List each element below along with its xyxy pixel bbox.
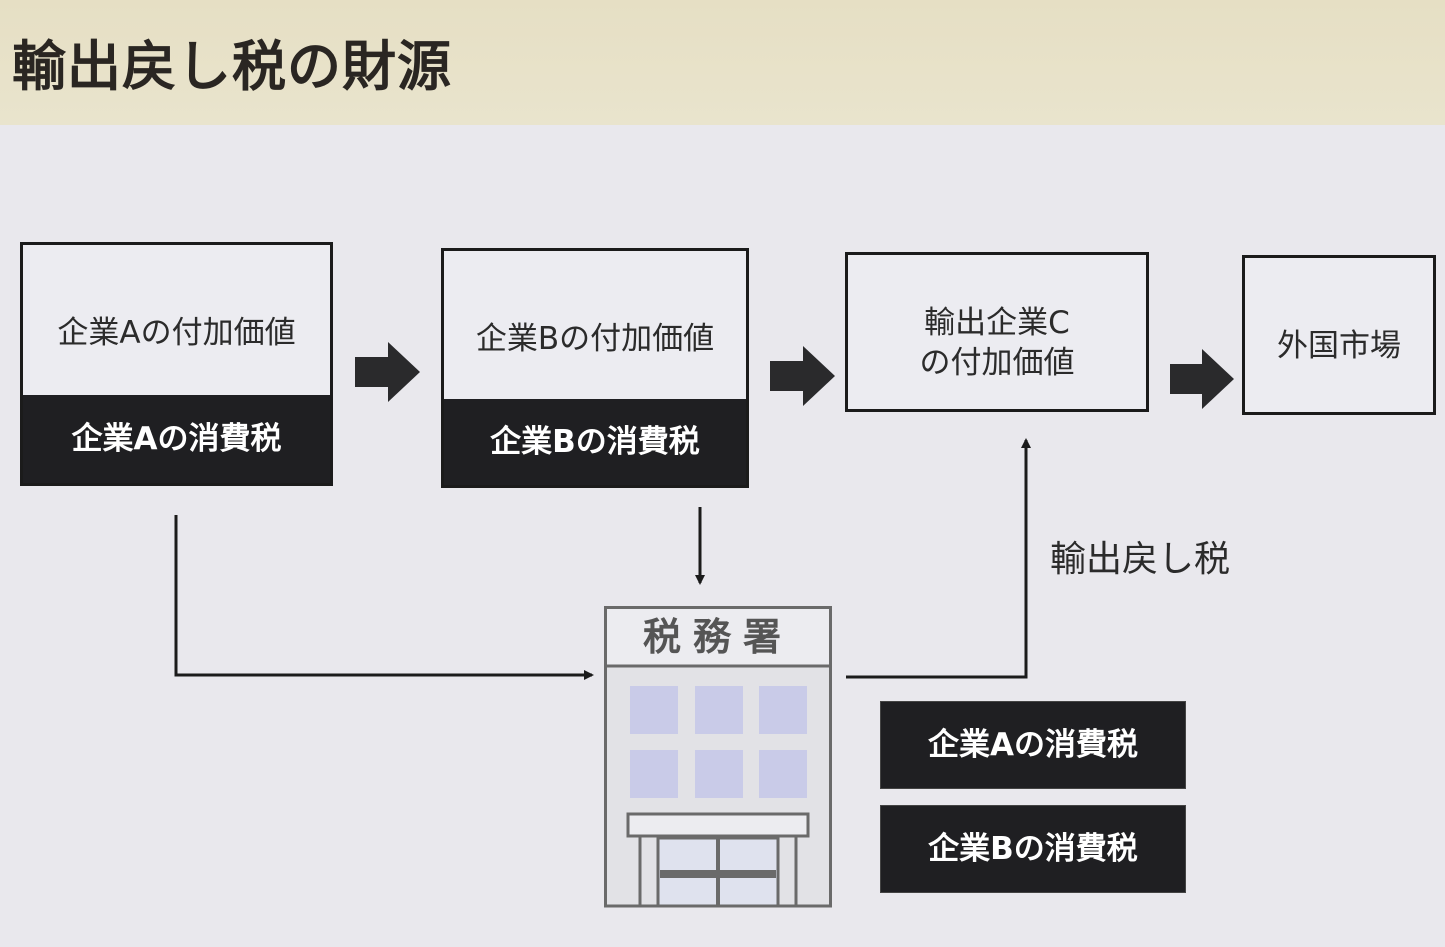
tax-office-sign: 税務署 (604, 606, 832, 668)
tax-office-building: 税務署 (604, 606, 832, 908)
foreign-market-box: 外国市場 (1242, 255, 1436, 415)
company-a-box: 企業Aの付加価値 企業Aの消費税 (20, 242, 333, 486)
company-a-tax-label: 企業Aの消費税 (23, 395, 330, 483)
company-b-tax-label: 企業Bの消費税 (444, 399, 746, 485)
company-b-box: 企業Bの付加価値 企業Bの消費税 (441, 248, 749, 488)
foreign-market-label: 外国市場 (1277, 328, 1401, 364)
arrow-a-tax-to-office (174, 515, 594, 680)
building-icon (604, 664, 832, 908)
block-arrow-a-to-b (355, 342, 420, 402)
arrow-refund-to-c (846, 438, 1031, 679)
company-b-value-label: 企業Bの付加価値 (475, 321, 715, 357)
block-arrow-c-to-market (1170, 349, 1234, 409)
refund-source-b: 企業Bの消費税 (880, 805, 1186, 893)
header-band: 輸出戻し税の財源 (0, 0, 1445, 125)
refund-label: 輸出戻し税 (1050, 539, 1231, 580)
page-title: 輸出戻し税の財源 (12, 35, 452, 98)
company-c-value-line1: 輸出企業C (924, 305, 1070, 341)
company-c-value-line2: の付加価値 (919, 345, 1075, 381)
company-a-value-label: 企業Aの付加価値 (57, 315, 296, 351)
refund-source-a: 企業Aの消費税 (880, 701, 1186, 789)
block-arrow-b-to-c (770, 346, 835, 406)
company-c-box: 輸出企業C の付加価値 (845, 252, 1149, 412)
